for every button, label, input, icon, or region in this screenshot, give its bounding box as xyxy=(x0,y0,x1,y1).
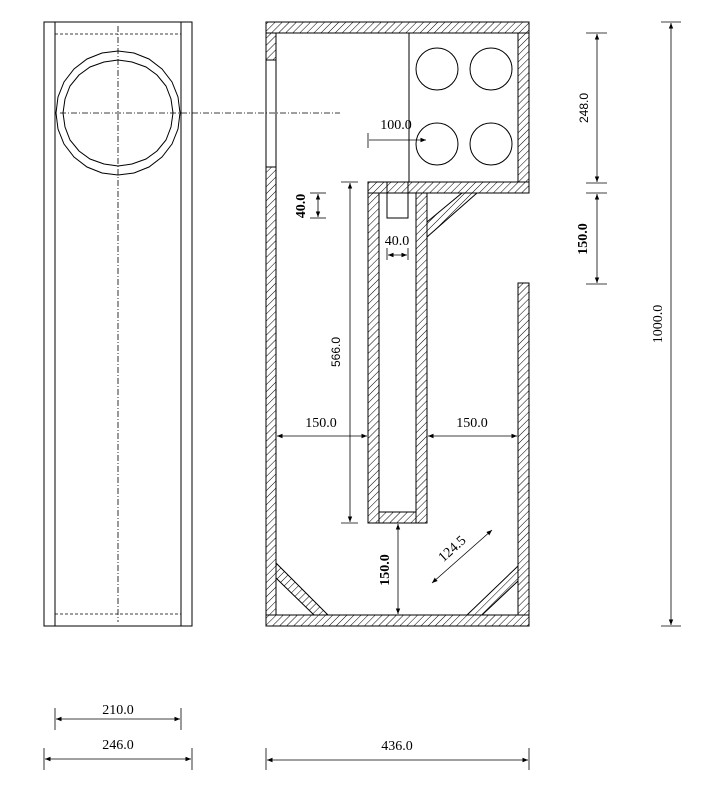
side-section-view xyxy=(265,21,530,627)
dimension-labels: 210.0 246.0 436.0 1000.0 248.0 150.0 100… xyxy=(102,93,666,754)
dim-tube-width: 40.0 xyxy=(385,234,410,249)
dim-tube-top-gap: 40.0 xyxy=(294,194,309,219)
dim-diagonal-brace: 124.5 xyxy=(436,533,469,565)
left-wall-upper xyxy=(265,32,277,61)
port-hole-2 xyxy=(469,47,513,91)
driver-outer-ring xyxy=(55,50,181,176)
bottom-panel xyxy=(265,614,530,627)
tube-left-wall xyxy=(367,192,380,524)
dimension-lines xyxy=(43,21,681,770)
driver-inner-ring xyxy=(62,59,174,167)
front-view xyxy=(43,21,340,627)
dim-tube-length: 566.0 xyxy=(329,337,343,367)
dim-bottom-gap: 150.0 xyxy=(378,554,393,586)
right-wall-lower xyxy=(517,282,530,616)
dim-front-inner-width: 210.0 xyxy=(102,703,134,718)
dim-driver-section-height: 248.0 xyxy=(577,93,591,123)
port-hole-1 xyxy=(415,47,459,91)
tube-bottom-cap xyxy=(378,511,417,524)
baffle-opening xyxy=(265,59,277,168)
right-wall-upper xyxy=(517,32,530,194)
chamber-floor xyxy=(367,181,530,194)
port-hole-4 xyxy=(469,122,513,166)
tube-right-wall xyxy=(415,192,428,524)
bottom-left-brace xyxy=(275,561,330,616)
front-outer-outline xyxy=(43,21,193,627)
left-wall-lower xyxy=(265,166,277,616)
top-panel xyxy=(265,21,530,34)
dim-left-gap: 150.0 xyxy=(305,416,337,431)
tube-deflector-brace xyxy=(426,192,479,239)
tube-top-opening xyxy=(386,181,409,219)
dim-top-gap: 150.0 xyxy=(576,223,591,255)
dim-side-depth: 436.0 xyxy=(381,739,413,754)
dim-right-gap: 150.0 xyxy=(456,416,488,431)
dim-total-height: 1000.0 xyxy=(651,305,666,344)
port-hole-3 xyxy=(415,122,459,166)
dim-front-outer-width: 246.0 xyxy=(102,738,134,753)
bottom-right-brace xyxy=(465,564,519,616)
dim-port-offset: 100.0 xyxy=(380,118,412,133)
